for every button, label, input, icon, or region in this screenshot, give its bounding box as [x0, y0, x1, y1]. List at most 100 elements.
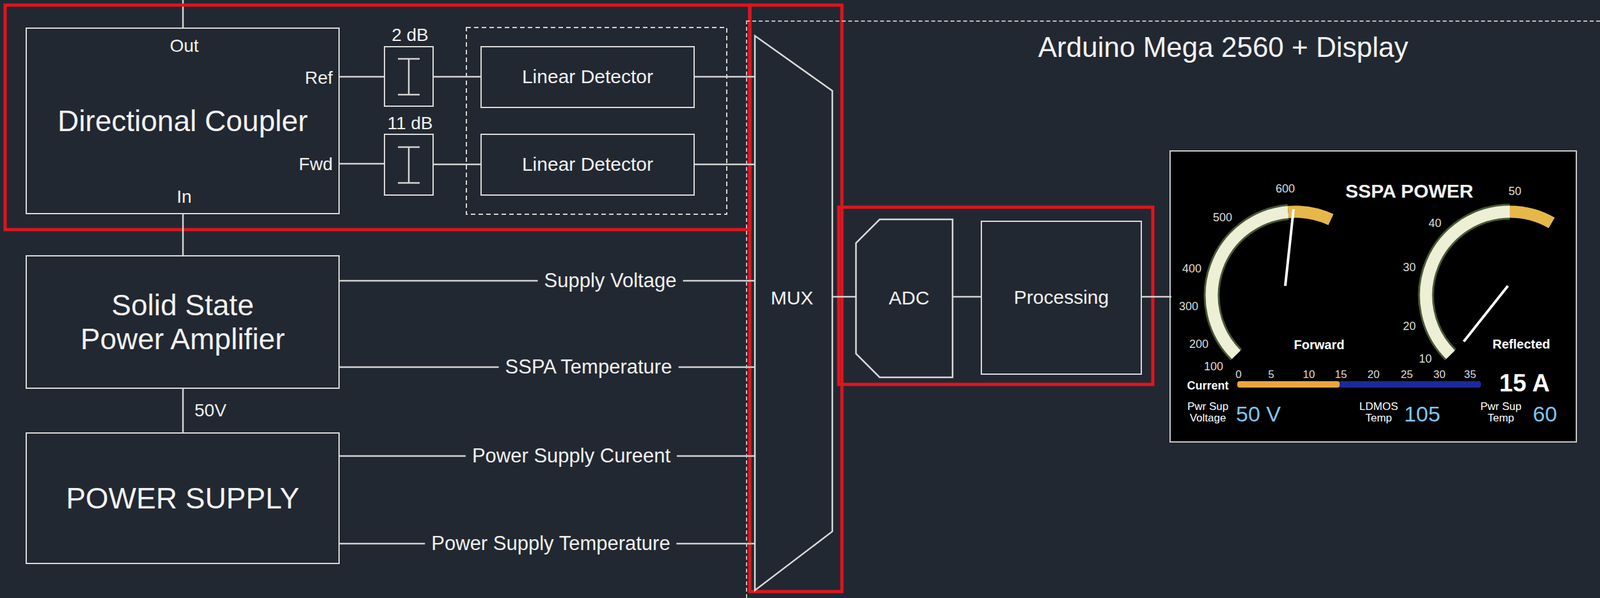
gauge-arc — [1211, 212, 1289, 356]
attenuator-stroke — [397, 146, 420, 149]
current-bar-track — [1237, 381, 1482, 388]
outline-path — [754, 35, 833, 591]
attenuator-stroke — [397, 58, 420, 61]
bar-scale: 5 — [1267, 368, 1274, 382]
port-label: Out — [169, 35, 199, 57]
signal-label: Power Supply Cureent — [465, 444, 677, 468]
display-screen — [1170, 150, 1577, 443]
display-screen: SSPA POWER600500400300200100Forward50403… — [1171, 152, 1578, 444]
display-bezel — [1170, 150, 1577, 443]
attenuator-stroke — [397, 182, 420, 185]
bar-scale: 15 — [1335, 368, 1348, 382]
readout-caption: Pwr Sup Temp — [1479, 401, 1522, 425]
bar-scale: 10 — [1303, 368, 1316, 382]
highlight-frame — [5, 5, 1153, 592]
gauge-scale: 100 — [1203, 360, 1224, 374]
current-readout: 15 A — [1499, 369, 1551, 398]
signal-wire — [339, 163, 384, 166]
gauge-scale: 400 — [1182, 262, 1202, 276]
gauge-scale: 200 — [1189, 337, 1209, 352]
mux-outline — [754, 35, 833, 592]
signal-label: 50V — [191, 400, 230, 421]
adc-shape: ADC — [855, 218, 954, 379]
port-label: Ref — [304, 67, 333, 89]
mux-shape: MUX — [754, 35, 833, 592]
gauge-arc — [1425, 211, 1510, 356]
signal-label: SSPA Temperature — [499, 355, 679, 379]
node-title: ADC — [888, 287, 929, 310]
attenuator-box: 11 dB — [383, 133, 434, 196]
gauge-scale: 50 — [1508, 184, 1522, 199]
gauge-scale: 30 — [1402, 261, 1416, 275]
signal-wire — [339, 76, 384, 79]
signal-wire — [433, 163, 481, 166]
power-supply-box: POWER SUPPLY — [25, 432, 340, 565]
gauge-scale: 40 — [1428, 216, 1442, 231]
amplifier-box: Solid State Power Amplifier — [25, 255, 340, 389]
highlight-rect — [749, 5, 842, 592]
gauge-scale: 600 — [1275, 182, 1295, 196]
readout-value: 60 — [1532, 401, 1558, 427]
node-title: SSPA POWER — [1345, 180, 1474, 203]
signal-wire — [433, 76, 481, 79]
node-title: Linear Detector — [522, 153, 654, 176]
outline-path — [855, 219, 953, 378]
node-title: 11 dB — [387, 113, 433, 134]
gauge-needle — [1285, 209, 1294, 286]
signal-wire — [953, 296, 981, 299]
readout-value: 50 V — [1235, 401, 1281, 427]
node-title: Linear Detector — [522, 65, 654, 89]
port-label: Fwd — [298, 154, 333, 175]
gauge-needle — [1463, 285, 1508, 342]
gauge-title: Reflected — [1492, 337, 1551, 352]
bar-scale: 35 — [1464, 368, 1477, 382]
node-title: Directional Coupler — [57, 104, 308, 139]
node-title: Solid State Power Amplifier — [72, 288, 294, 357]
port-label: In — [176, 186, 192, 208]
attenuator-box: 2 dB — [383, 46, 434, 107]
bar-scale: 30 — [1433, 368, 1446, 382]
highlight-rect — [5, 5, 750, 230]
attenuator-symbol — [397, 147, 420, 183]
node-title: POWER SUPPLY — [65, 481, 300, 516]
gauge-title: Forward — [1294, 337, 1345, 353]
gauge-scale: 10 — [1418, 352, 1432, 366]
detector-box: Linear Detector — [480, 133, 695, 196]
coupler-box: Directional Coupler OutRefFwdIn — [25, 27, 340, 215]
bar-scale: 0 — [1235, 368, 1242, 382]
readout-value: 105 — [1404, 401, 1441, 427]
bar-title: Current — [1186, 379, 1229, 393]
highlight-rect — [838, 207, 1153, 385]
gauge-glow — [1211, 212, 1289, 356]
gauge-scale: 300 — [1179, 300, 1199, 314]
signal-label: Power Supply Temperature — [424, 532, 677, 556]
bar-scale: 20 — [1367, 368, 1380, 382]
current-bar-fill — [1237, 381, 1340, 388]
node-title: Arduino Mega 2560 + Display — [1038, 31, 1409, 64]
signal-wire — [182, 214, 185, 256]
attenuator-symbol — [397, 58, 420, 95]
signal-wire — [1141, 296, 1172, 299]
bar-scale: 25 — [1401, 368, 1414, 382]
signal-label: Supply Voltage — [538, 269, 684, 293]
attenuator-stroke — [397, 94, 420, 96]
gauge-arc-high — [1509, 211, 1553, 224]
readout-caption: Pwr Sup Voltage — [1186, 401, 1229, 425]
detector-group-outline — [466, 27, 727, 215]
attenuator-stroke — [408, 147, 411, 183]
node-title: 2 dB — [391, 24, 429, 46]
gauge-glow — [1425, 211, 1510, 356]
signal-wire — [182, 388, 185, 433]
board-region: Arduino Mega 2560 + DisplayMUX ADC Process… — [745, 20, 1600, 598]
node-title: Processing — [1013, 286, 1109, 309]
gauge-arc-high — [1288, 211, 1332, 220]
gauge-scale: 20 — [1402, 319, 1416, 334]
gauge-scale: 500 — [1212, 211, 1233, 225]
process-box: Processing — [980, 220, 1142, 375]
readout-caption: LDMOS Temp — [1357, 401, 1400, 425]
attenuator-stroke — [408, 58, 411, 95]
detector-box: Linear Detector — [480, 46, 695, 109]
node-title: MUX — [770, 287, 814, 310]
signal-wire — [832, 296, 856, 299]
